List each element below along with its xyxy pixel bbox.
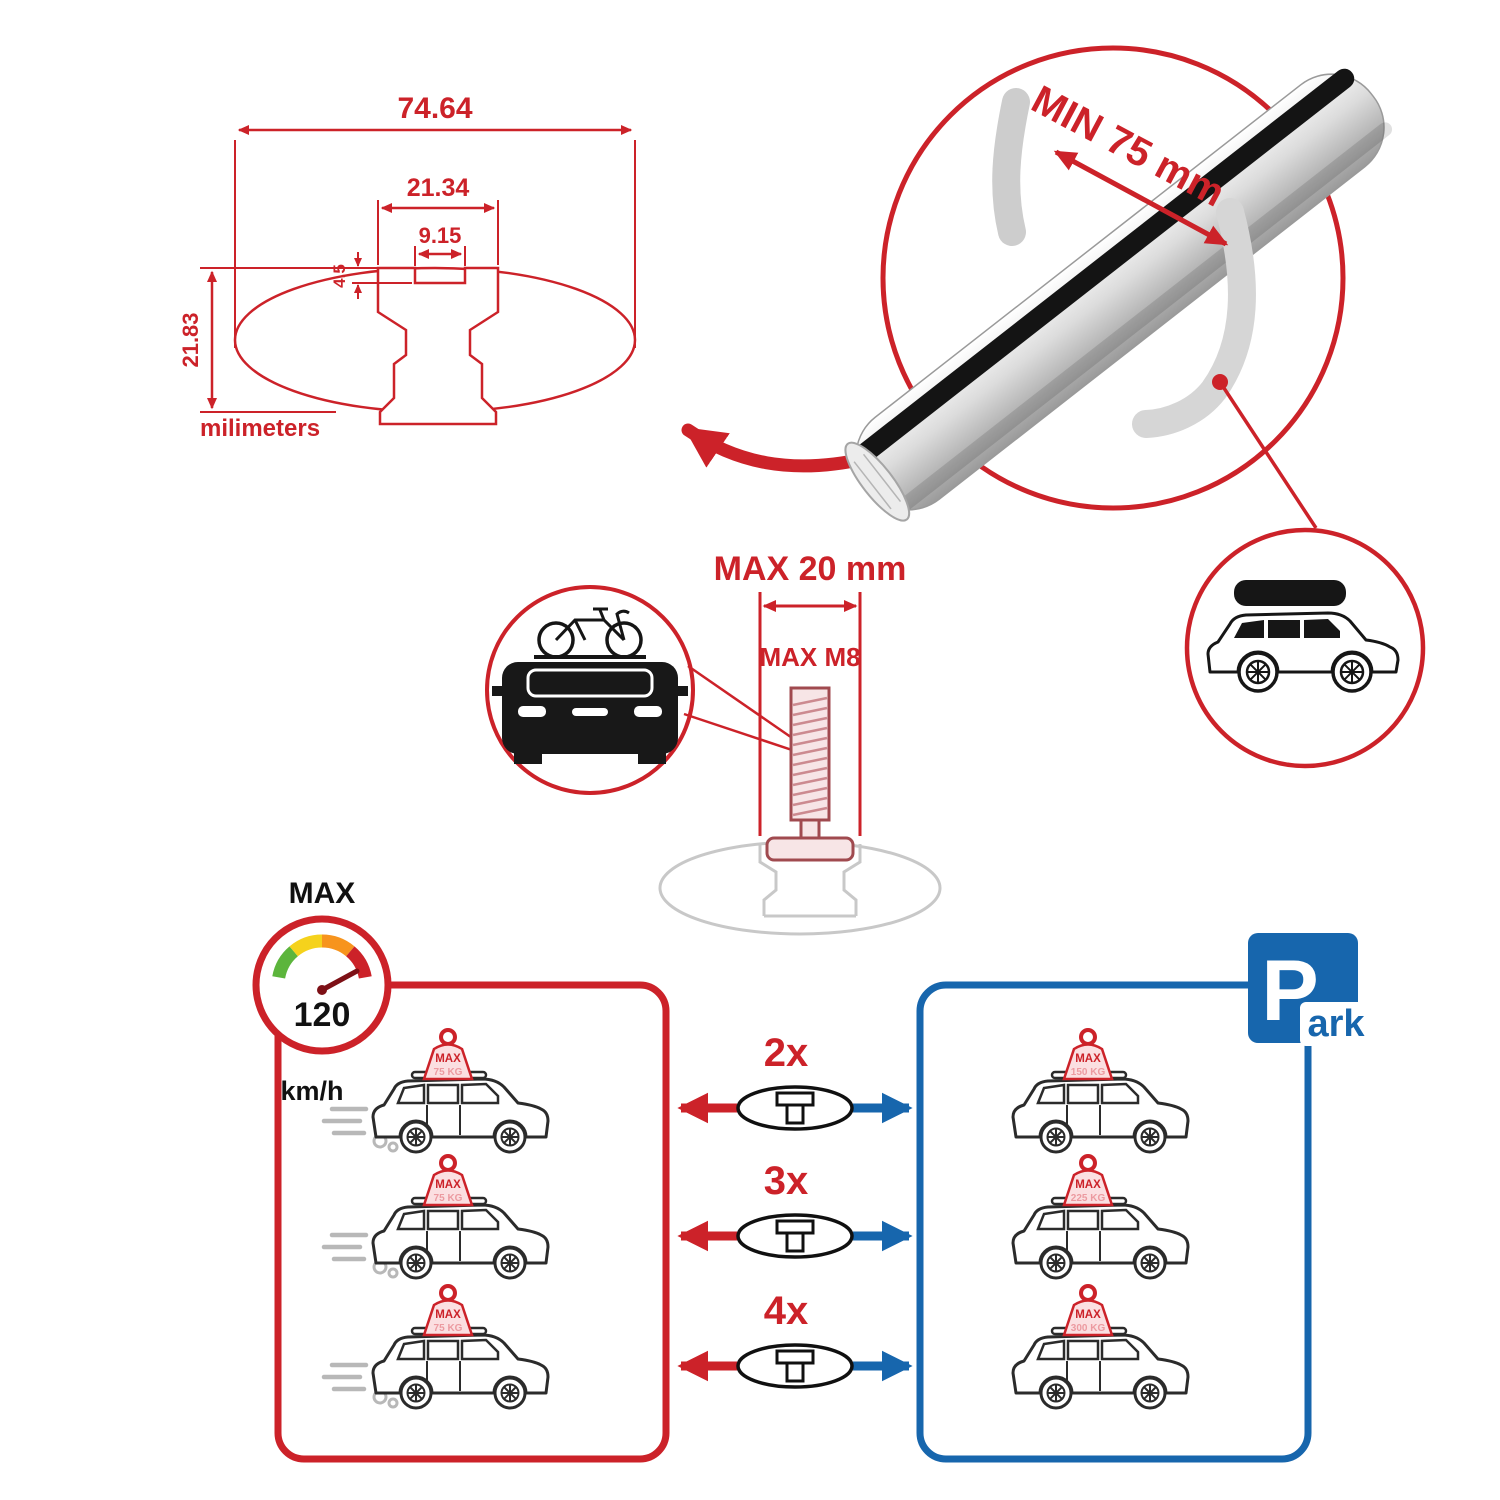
- crossbar-section-icon: [736, 1343, 854, 1389]
- row-count-label: 2x: [764, 1031, 809, 1075]
- roof-box-car-circle: [1184, 527, 1426, 769]
- parked-car-row: MAX 225 KG: [1011, 1154, 1190, 1280]
- driving-car-row: MAX 75 KG: [324, 1284, 550, 1410]
- headlight-right: [634, 706, 662, 717]
- headlight-left: [518, 706, 546, 717]
- callout-leader-line: [1218, 381, 1318, 529]
- bolt-limit-lines: [758, 592, 862, 836]
- min-span-arrow: [1053, 149, 1229, 247]
- bolt-icon: [765, 686, 855, 862]
- cross-section-diagram: 74.64 21.34 9.15 4.5 21.83 milimeters: [178, 92, 637, 442]
- row-count-label: 4x: [764, 1289, 809, 1333]
- sign-max-label: MAX: [435, 1179, 461, 1191]
- crossbar-detail-circle: MIN 75 mm: [844, 45, 1393, 529]
- sign-weight-label: 75 KG: [434, 1323, 463, 1334]
- sign-weight-label: 75 KG: [434, 1193, 463, 1204]
- bolt-threads: [792, 696, 828, 817]
- driving-car-row: MAX 75 KG: [324, 1154, 550, 1280]
- parking-sign: P ark: [1248, 933, 1372, 1046]
- speed-value: 120: [294, 996, 351, 1034]
- extension-lines: [200, 140, 636, 413]
- row-count-label: 3x: [764, 1159, 809, 1203]
- faded-profile-channel: [758, 844, 862, 918]
- bolt-thread-label: MAX M8: [759, 642, 860, 672]
- parked-car-row: MAX 150 KG: [1011, 1028, 1190, 1154]
- parking-ark: ark: [1307, 1003, 1365, 1045]
- roof-box-car-icon: [1206, 580, 1400, 693]
- leader-line-bottom: [683, 712, 799, 754]
- speed-max-label: MAX: [289, 877, 356, 910]
- sign-weight-label: 225 KG: [1071, 1193, 1106, 1204]
- units-label: milimeters: [200, 415, 320, 442]
- dim-height-label: 21.83: [178, 312, 203, 367]
- speedometer-needle: [319, 968, 360, 993]
- sign-weight-label: 75 KG: [434, 1067, 463, 1078]
- sign-max-label: MAX: [1075, 1179, 1101, 1191]
- pointer-arrow-icon: [681, 423, 875, 473]
- t-bolt-head: [765, 836, 855, 862]
- clamp-strap-front: [1132, 198, 1256, 438]
- dim-channel-width-label: 21.34: [407, 174, 470, 202]
- dim-slot-width-label: 9.15: [419, 223, 462, 248]
- car-front-icon: [492, 662, 688, 764]
- bike-car-circle: [485, 585, 806, 795]
- dim-slot-depth-label: 4.5: [330, 264, 349, 288]
- roof-box-icon: [1234, 580, 1346, 606]
- dim-total-width-label: 74.64: [397, 92, 472, 125]
- bike-icon: [534, 607, 646, 659]
- speed-unit: km/h: [280, 1076, 343, 1106]
- crossbar-section-icon: [736, 1213, 854, 1259]
- bar-count-rows: 2x 3x 4x: [677, 1031, 913, 1389]
- bolt-max-width-label: MAX 20 mm: [714, 550, 907, 588]
- leader-line-top: [687, 664, 799, 744]
- sign-weight-label: 300 KG: [1071, 1323, 1106, 1334]
- speedometer-icon: MAX 120 km/h: [252, 877, 392, 1106]
- crossbar-section-icon: [736, 1085, 854, 1131]
- sign-max-label: MAX: [1075, 1053, 1101, 1065]
- load-comparison-section: MAX 120 km/h P ark 2x: [252, 877, 1372, 1463]
- bar-end-cap: [844, 441, 911, 522]
- sign-max-label: MAX: [435, 1309, 461, 1321]
- driving-car-row: MAX 75 KG: [324, 1028, 550, 1154]
- clamp-strap-rear: [992, 88, 1030, 246]
- parked-car-row: MAX 300 KG: [1011, 1284, 1190, 1410]
- sign-max-label: MAX: [435, 1053, 461, 1065]
- t-slot-channel-outline: [376, 266, 500, 426]
- sign-weight-label: 150 KG: [1071, 1067, 1106, 1078]
- bolt-diagram: MAX 20 mm MAX M8: [658, 550, 942, 936]
- sign-max-label: MAX: [1075, 1309, 1101, 1321]
